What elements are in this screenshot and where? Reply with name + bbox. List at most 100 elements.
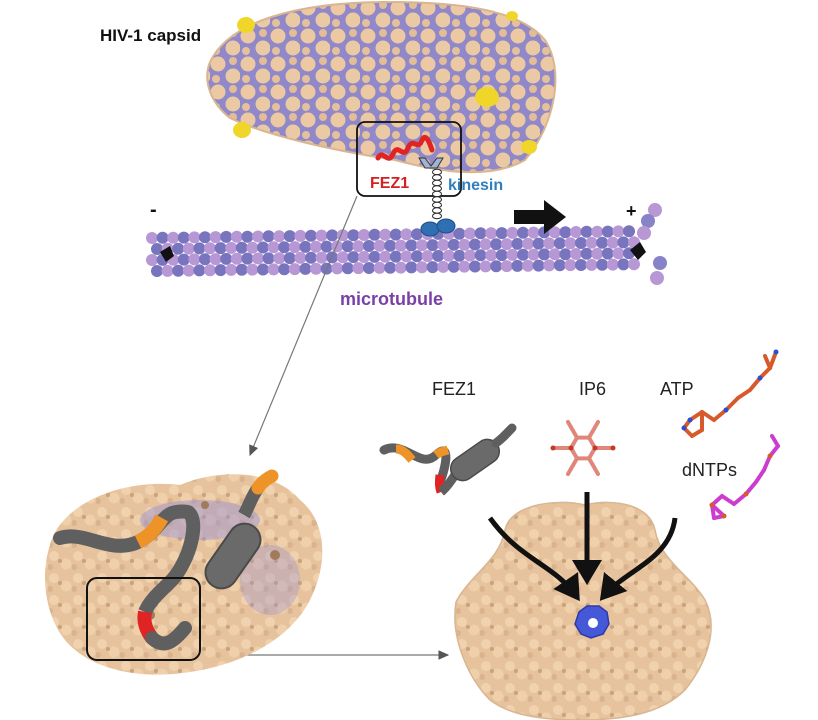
tubulin-subunit	[506, 226, 519, 239]
tubulin-subunit	[331, 262, 344, 275]
tubulin-subunit	[591, 225, 604, 238]
tubulin-subunit	[331, 240, 344, 253]
tubulin-subunit	[347, 229, 360, 242]
tubulin-subunit	[193, 242, 206, 255]
molecule-atom	[687, 417, 693, 423]
tubulin-subunit	[336, 251, 349, 264]
tubulin-subunit	[288, 263, 301, 276]
tubulin-subunit	[326, 229, 339, 242]
fez1-label-top: FEZ1	[370, 175, 410, 192]
fez1-chain-gray	[138, 506, 201, 616]
molecule-atom	[743, 491, 749, 497]
tubulin-plus-end	[648, 203, 662, 217]
tubulin-subunit	[543, 259, 556, 272]
tubulin-subunit	[522, 259, 534, 272]
tubulin-subunit	[172, 242, 185, 255]
tubulin-subunit	[172, 264, 185, 277]
tubulin-subunit	[500, 260, 513, 273]
tubulin-subunit	[235, 263, 248, 276]
tubulin-subunit	[469, 260, 481, 273]
dntp-molecule-icon	[709, 434, 780, 520]
tubulin-subunit	[363, 262, 375, 274]
molecule-atom	[592, 445, 598, 451]
tubulin-subunit	[474, 227, 487, 240]
tubulin-subunit	[612, 225, 625, 238]
tubulin-subunit	[606, 236, 619, 249]
tubulin-subunit	[262, 230, 275, 243]
tubulin-subunit	[442, 249, 455, 262]
tubulin-subunit	[315, 229, 328, 242]
tubulin-subunit	[458, 238, 471, 251]
pentamer	[521, 140, 537, 154]
tubulin-subunit	[490, 238, 503, 251]
tubulin-subunit	[182, 242, 195, 255]
molecule-atom	[721, 513, 727, 519]
tubulin-subunit	[204, 264, 216, 277]
kinesin-stalk-segment	[432, 207, 442, 214]
molecule-bond	[770, 434, 780, 448]
tubulin-subunit	[553, 259, 566, 272]
tubulin-subunit	[485, 249, 498, 262]
tubulin-subunit	[580, 225, 593, 238]
tubulin-subunit	[479, 238, 492, 251]
tubulin-subunit	[564, 237, 577, 250]
microtubule	[146, 203, 667, 285]
tubulin-subunit	[458, 260, 471, 273]
molecule-bond	[724, 396, 740, 412]
tubulin-subunit	[495, 227, 508, 240]
tubulin-subunit	[437, 260, 450, 273]
tubulin-subunit	[437, 238, 450, 251]
tubulin-subunit	[612, 247, 625, 260]
capsid-hexamer	[454, 501, 712, 720]
tubulin-subunit	[373, 261, 386, 274]
tubulin-subunit	[299, 262, 312, 275]
pentamer	[506, 11, 518, 21]
tubulin-subunit	[532, 259, 545, 272]
convergent-arrow-right	[599, 517, 678, 601]
tubulin-subunit	[527, 226, 540, 239]
tubulin-subunit	[209, 231, 222, 244]
molecule-atom	[773, 349, 779, 355]
tubulin-subunit	[474, 249, 487, 262]
pentamer	[237, 17, 255, 33]
tubulin-subunit	[570, 248, 582, 260]
dntps-label: dNTPs	[682, 460, 738, 480]
fez1-schematic-icon	[379, 423, 517, 496]
tubulin-subunit	[358, 229, 370, 241]
tubulin-subunit	[267, 263, 280, 276]
tubulin-subunit	[601, 225, 614, 238]
tubulin-subunit	[405, 239, 418, 252]
molecule-atom	[610, 445, 616, 451]
tubulin-subunit	[288, 241, 301, 254]
hexamer-central-pore	[588, 618, 598, 628]
zoom-box-bottom	[86, 577, 201, 661]
tubulin-subunit	[368, 250, 381, 263]
tubulin-subunit	[273, 252, 286, 265]
tubulin-subunit	[305, 251, 317, 264]
microtubule-label: microtubule	[340, 289, 444, 309]
pentamer	[233, 122, 251, 138]
tubulin-subunit	[310, 262, 322, 275]
molecule-bond	[587, 420, 600, 440]
molecule-bond	[566, 420, 579, 440]
tubulin-subunit	[252, 230, 264, 243]
tubulin-subunit	[257, 263, 269, 276]
tubulin-subunit	[246, 263, 259, 276]
molecule-bond	[712, 408, 728, 422]
fez1-icon-chain	[491, 423, 517, 448]
tubulin-subunit	[363, 240, 375, 252]
tubulin-subunit	[400, 250, 413, 263]
tubulin-subunit	[320, 240, 333, 253]
tubulin-subunit	[384, 239, 397, 252]
tubulin-subunit	[156, 231, 169, 244]
kinesin-stalk	[432, 168, 442, 220]
tubulin-subunit	[230, 252, 243, 265]
ip6-molecule-icon	[550, 420, 616, 476]
tubulin-subunit	[241, 230, 254, 243]
tubulin-subunit	[294, 251, 307, 264]
molecule-bond	[732, 492, 748, 506]
kinesin-stalk-segment	[432, 185, 442, 192]
capsid-label: HIV-1 capsid	[100, 26, 202, 45]
fez1-label: FEZ1	[432, 379, 477, 399]
tubulin-plus-end	[653, 256, 667, 270]
